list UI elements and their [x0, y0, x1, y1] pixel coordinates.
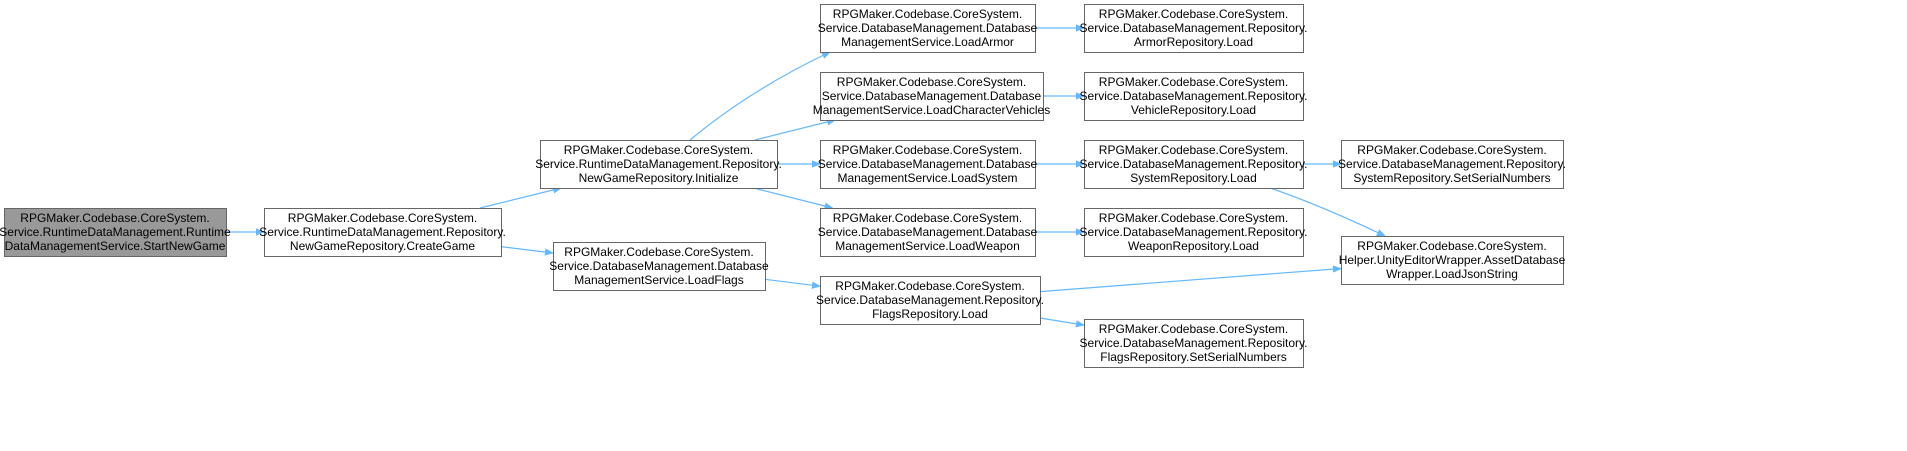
node-box — [4, 208, 227, 257]
node-label-line: RPGMaker.Codebase.CoreSystem. — [1357, 239, 1546, 253]
node-label-line: Wrapper.LoadJsonString — [1386, 267, 1518, 281]
edges-layer — [226, 28, 1385, 325]
node-label-line: FlagsRepository.Load — [872, 307, 988, 321]
node-label-line: RPGMaker.Codebase.CoreSystem. — [1099, 211, 1288, 225]
node-label-line: RPGMaker.Codebase.CoreSystem. — [833, 211, 1022, 225]
node-label-line: ManagementService.LoadArmor — [841, 35, 1014, 49]
node-label-line: Service.DatabaseManagement.Repository. — [1080, 89, 1308, 103]
node-label-line: Service.DatabaseManagement.Repository. — [1080, 157, 1308, 171]
edge-n2-to-n4 — [689, 51, 830, 141]
edge-n11-to-n15 — [1269, 187, 1385, 237]
node-label-line: Service.DatabaseManagement.Database — [818, 225, 1038, 239]
node-box — [540, 140, 778, 189]
node-label-line: VehicleRepository.Load — [1131, 103, 1256, 117]
node-box — [1084, 208, 1304, 257]
node-label-line: ManagementService.LoadCharacterVehicles — [813, 103, 1050, 117]
node-n13[interactable]: RPGMaker.Codebase.CoreSystem.Service.Dat… — [1080, 319, 1308, 368]
node-label-line: RPGMaker.Codebase.CoreSystem. — [833, 7, 1022, 21]
node-box — [1084, 4, 1304, 53]
node-label-line: RPGMaker.Codebase.CoreSystem. — [1099, 322, 1288, 336]
node-label-line: Service.DatabaseManagement.Database — [549, 259, 769, 273]
node-label-line: WeaponRepository.Load — [1128, 239, 1259, 253]
node-box — [553, 242, 766, 291]
node-label-line: RPGMaker.Codebase.CoreSystem. — [833, 143, 1022, 157]
node-label-line: RPGMaker.Codebase.CoreSystem. — [837, 75, 1026, 89]
node-label-line: Service.DatabaseManagement.Database — [822, 89, 1042, 103]
node-label-line: ManagementService.LoadWeapon — [835, 239, 1020, 253]
node-label-line: NewGameRepository.CreateGame — [290, 239, 476, 253]
node-label-line: NewGameRepository.Initialize — [579, 171, 739, 185]
node-label-line: ManagementService.LoadSystem — [837, 171, 1017, 185]
node-label-line: RPGMaker.Codebase.CoreSystem. — [835, 279, 1024, 293]
node-box — [820, 276, 1041, 325]
node-box — [820, 208, 1036, 257]
node-box — [1341, 140, 1564, 189]
node-label-line: Service.RuntimeDataManagement.Repository… — [259, 225, 506, 239]
node-n3[interactable]: RPGMaker.Codebase.CoreSystem.Service.Dat… — [549, 242, 769, 291]
node-n15[interactable]: RPGMaker.Codebase.CoreSystem.Helper.Unit… — [1339, 236, 1566, 285]
edge-n8-to-n15 — [1039, 269, 1341, 293]
node-label-line: Service.RuntimeDataManagement.Repository… — [535, 157, 782, 171]
node-box — [820, 4, 1036, 53]
node-label-line: DataManagementService.StartNewGame — [5, 239, 226, 253]
node-label-line: Service.DatabaseManagement.Repository. — [1080, 21, 1308, 35]
node-n8[interactable]: RPGMaker.Codebase.CoreSystem.Service.Dat… — [816, 276, 1044, 325]
node-label-line: Service.DatabaseManagement.Repository. — [1338, 157, 1566, 171]
node-n4[interactable]: RPGMaker.Codebase.CoreSystem.Service.Dat… — [818, 4, 1038, 53]
node-label-line: RPGMaker.Codebase.CoreSystem. — [20, 211, 209, 225]
node-n9[interactable]: RPGMaker.Codebase.CoreSystem.Service.Dat… — [1080, 4, 1308, 53]
node-label-line: Service.RuntimeDataManagement.Runtime — [0, 225, 231, 239]
edge-n3-to-n8 — [764, 278, 820, 286]
node-label-line: RPGMaker.Codebase.CoreSystem. — [564, 143, 753, 157]
node-box — [264, 208, 502, 257]
node-n1[interactable]: RPGMaker.Codebase.CoreSystem.Service.Run… — [259, 208, 506, 257]
node-label-line: RPGMaker.Codebase.CoreSystem. — [564, 245, 753, 259]
node-label-line: Service.DatabaseManagement.Database — [818, 21, 1038, 35]
node-label-line: Service.DatabaseManagement.Repository. — [816, 293, 1044, 307]
node-label-line: ArmorRepository.Load — [1134, 35, 1253, 49]
edge-n1-to-n3 — [500, 246, 553, 253]
node-label-line: Service.DatabaseManagement.Repository. — [1080, 336, 1308, 350]
edge-n8-to-n13 — [1039, 317, 1084, 325]
node-label-line: FlagsRepository.SetSerialNumbers — [1100, 350, 1287, 364]
node-label-line: RPGMaker.Codebase.CoreSystem. — [1099, 7, 1288, 21]
node-label-line: RPGMaker.Codebase.CoreSystem. — [1099, 75, 1288, 89]
node-box — [1084, 319, 1304, 368]
node-n7[interactable]: RPGMaker.Codebase.CoreSystem.Service.Dat… — [818, 208, 1038, 257]
node-label-line: RPGMaker.Codebase.CoreSystem. — [288, 211, 477, 225]
node-n6[interactable]: RPGMaker.Codebase.CoreSystem.Service.Dat… — [818, 140, 1038, 189]
node-label-line: SystemRepository.Load — [1130, 171, 1257, 185]
edge-n2-to-n5 — [754, 120, 835, 141]
node-label-line: SystemRepository.SetSerialNumbers — [1353, 171, 1550, 185]
node-box — [1084, 140, 1304, 189]
node-n14[interactable]: RPGMaker.Codebase.CoreSystem.Service.Dat… — [1338, 140, 1566, 189]
node-n10[interactable]: RPGMaker.Codebase.CoreSystem.Service.Dat… — [1080, 72, 1308, 121]
node-label-line: RPGMaker.Codebase.CoreSystem. — [1357, 143, 1546, 157]
node-label-line: ManagementService.LoadFlags — [574, 273, 743, 287]
node-label-line: Helper.UnityEditorWrapper.AssetDatabase — [1339, 253, 1566, 267]
edge-n1-to-n2 — [479, 188, 561, 209]
nodes-layer: RPGMaker.Codebase.CoreSystem.Service.Run… — [0, 4, 1566, 368]
node-box — [820, 72, 1044, 121]
node-box — [1341, 236, 1564, 285]
node-n5[interactable]: RPGMaker.Codebase.CoreSystem.Service.Dat… — [813, 72, 1050, 121]
edge-n2-to-n7 — [753, 187, 832, 208]
node-n12[interactable]: RPGMaker.Codebase.CoreSystem.Service.Dat… — [1080, 208, 1308, 257]
node-n2[interactable]: RPGMaker.Codebase.CoreSystem.Service.Run… — [535, 140, 782, 189]
node-n11[interactable]: RPGMaker.Codebase.CoreSystem.Service.Dat… — [1080, 140, 1308, 189]
node-label-line: Service.DatabaseManagement.Database — [818, 157, 1038, 171]
node-n0[interactable]: RPGMaker.Codebase.CoreSystem.Service.Run… — [0, 208, 231, 257]
node-box — [1084, 72, 1304, 121]
node-label-line: RPGMaker.Codebase.CoreSystem. — [1099, 143, 1288, 157]
node-label-line: Service.DatabaseManagement.Repository. — [1080, 225, 1308, 239]
node-box — [820, 140, 1036, 189]
